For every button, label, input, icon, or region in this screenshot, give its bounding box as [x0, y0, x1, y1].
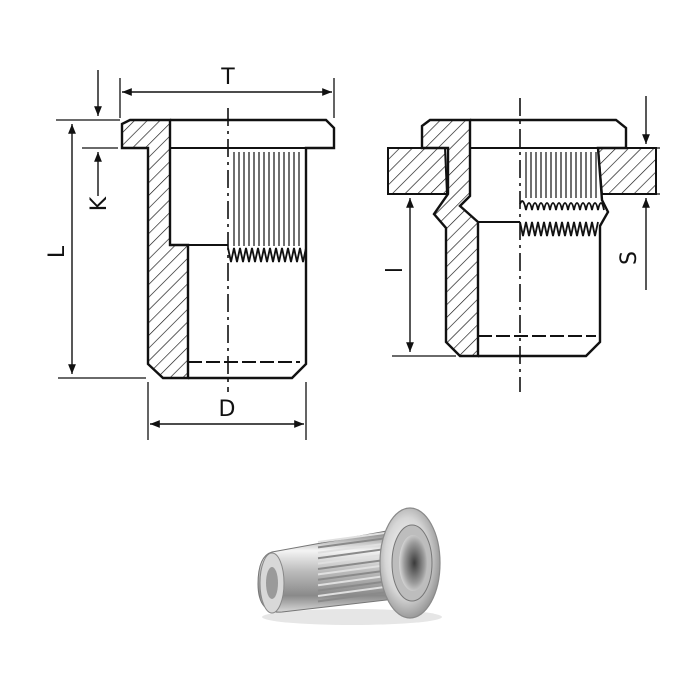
dimension-t-label: T: [220, 65, 235, 90]
dimension-grip-label: l: [383, 267, 408, 273]
right-outline: [470, 118, 628, 358]
knurl-ridge: [317, 590, 393, 603]
knurl-ridge: [317, 531, 393, 543]
knurl-ridge: [317, 541, 393, 554]
rivet-nut-bore: [399, 535, 427, 591]
right-wall-section: [420, 118, 480, 358]
knurl-ridge: [317, 547, 393, 560]
dimension-k-label: K: [87, 196, 112, 211]
rivet-nut-icon: [257, 507, 442, 625]
right-deformed-thread: [519, 200, 605, 237]
dimension-d-label: D: [219, 397, 236, 422]
knurl-ridge: [317, 536, 393, 549]
sheet-plate-right: [596, 147, 657, 195]
knurl-ridge: [317, 574, 393, 587]
left-section-view: T K L D: [45, 65, 336, 440]
knurl-ridge: [317, 579, 393, 592]
left-wall-section: [120, 118, 190, 380]
dimension-s-label: S: [617, 251, 642, 265]
right-knurl-lines: [525, 152, 597, 198]
dimension-l-label: L: [45, 245, 70, 258]
knurl-ridge: [317, 568, 393, 581]
knurl-ridge: [317, 585, 393, 597]
sheet-plate-left: [387, 147, 449, 195]
left-knurl-lines: [233, 152, 300, 246]
right-installed-view: l S: [383, 96, 660, 392]
rivet-nut-shank: [257, 529, 405, 613]
left-thread-bottom: [227, 247, 307, 263]
